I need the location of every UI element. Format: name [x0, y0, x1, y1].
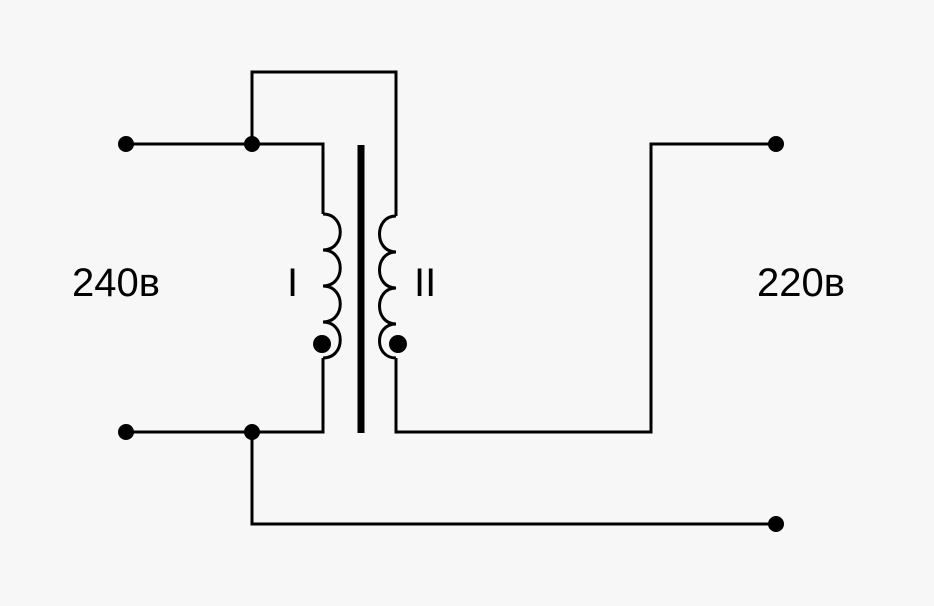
input-terminal-top [118, 136, 134, 152]
primary-winding-coil [322, 212, 342, 360]
output-terminal-bottom [768, 516, 784, 532]
wire-input-bottom [126, 358, 325, 434]
wire-output-bottom [250, 432, 776, 526]
wire-bridge-top [250, 70, 398, 216]
wire-input-top [126, 142, 325, 214]
wires [126, 70, 776, 526]
junction-top [244, 136, 260, 152]
secondary-winding-label: II [414, 261, 436, 305]
primary-polarity-dot [313, 335, 331, 353]
output-terminal-top [768, 136, 784, 152]
secondary-polarity-dot [389, 335, 407, 353]
input-voltage-label: 240в [72, 261, 160, 305]
input-terminal-bottom [118, 424, 134, 440]
junction-bottom [244, 424, 260, 440]
terminals [118, 136, 784, 532]
primary-winding-label: I [287, 261, 298, 305]
secondary-winding-coil [378, 214, 397, 360]
output-voltage-label: 220в [757, 261, 845, 305]
wire-output-top [394, 142, 776, 434]
